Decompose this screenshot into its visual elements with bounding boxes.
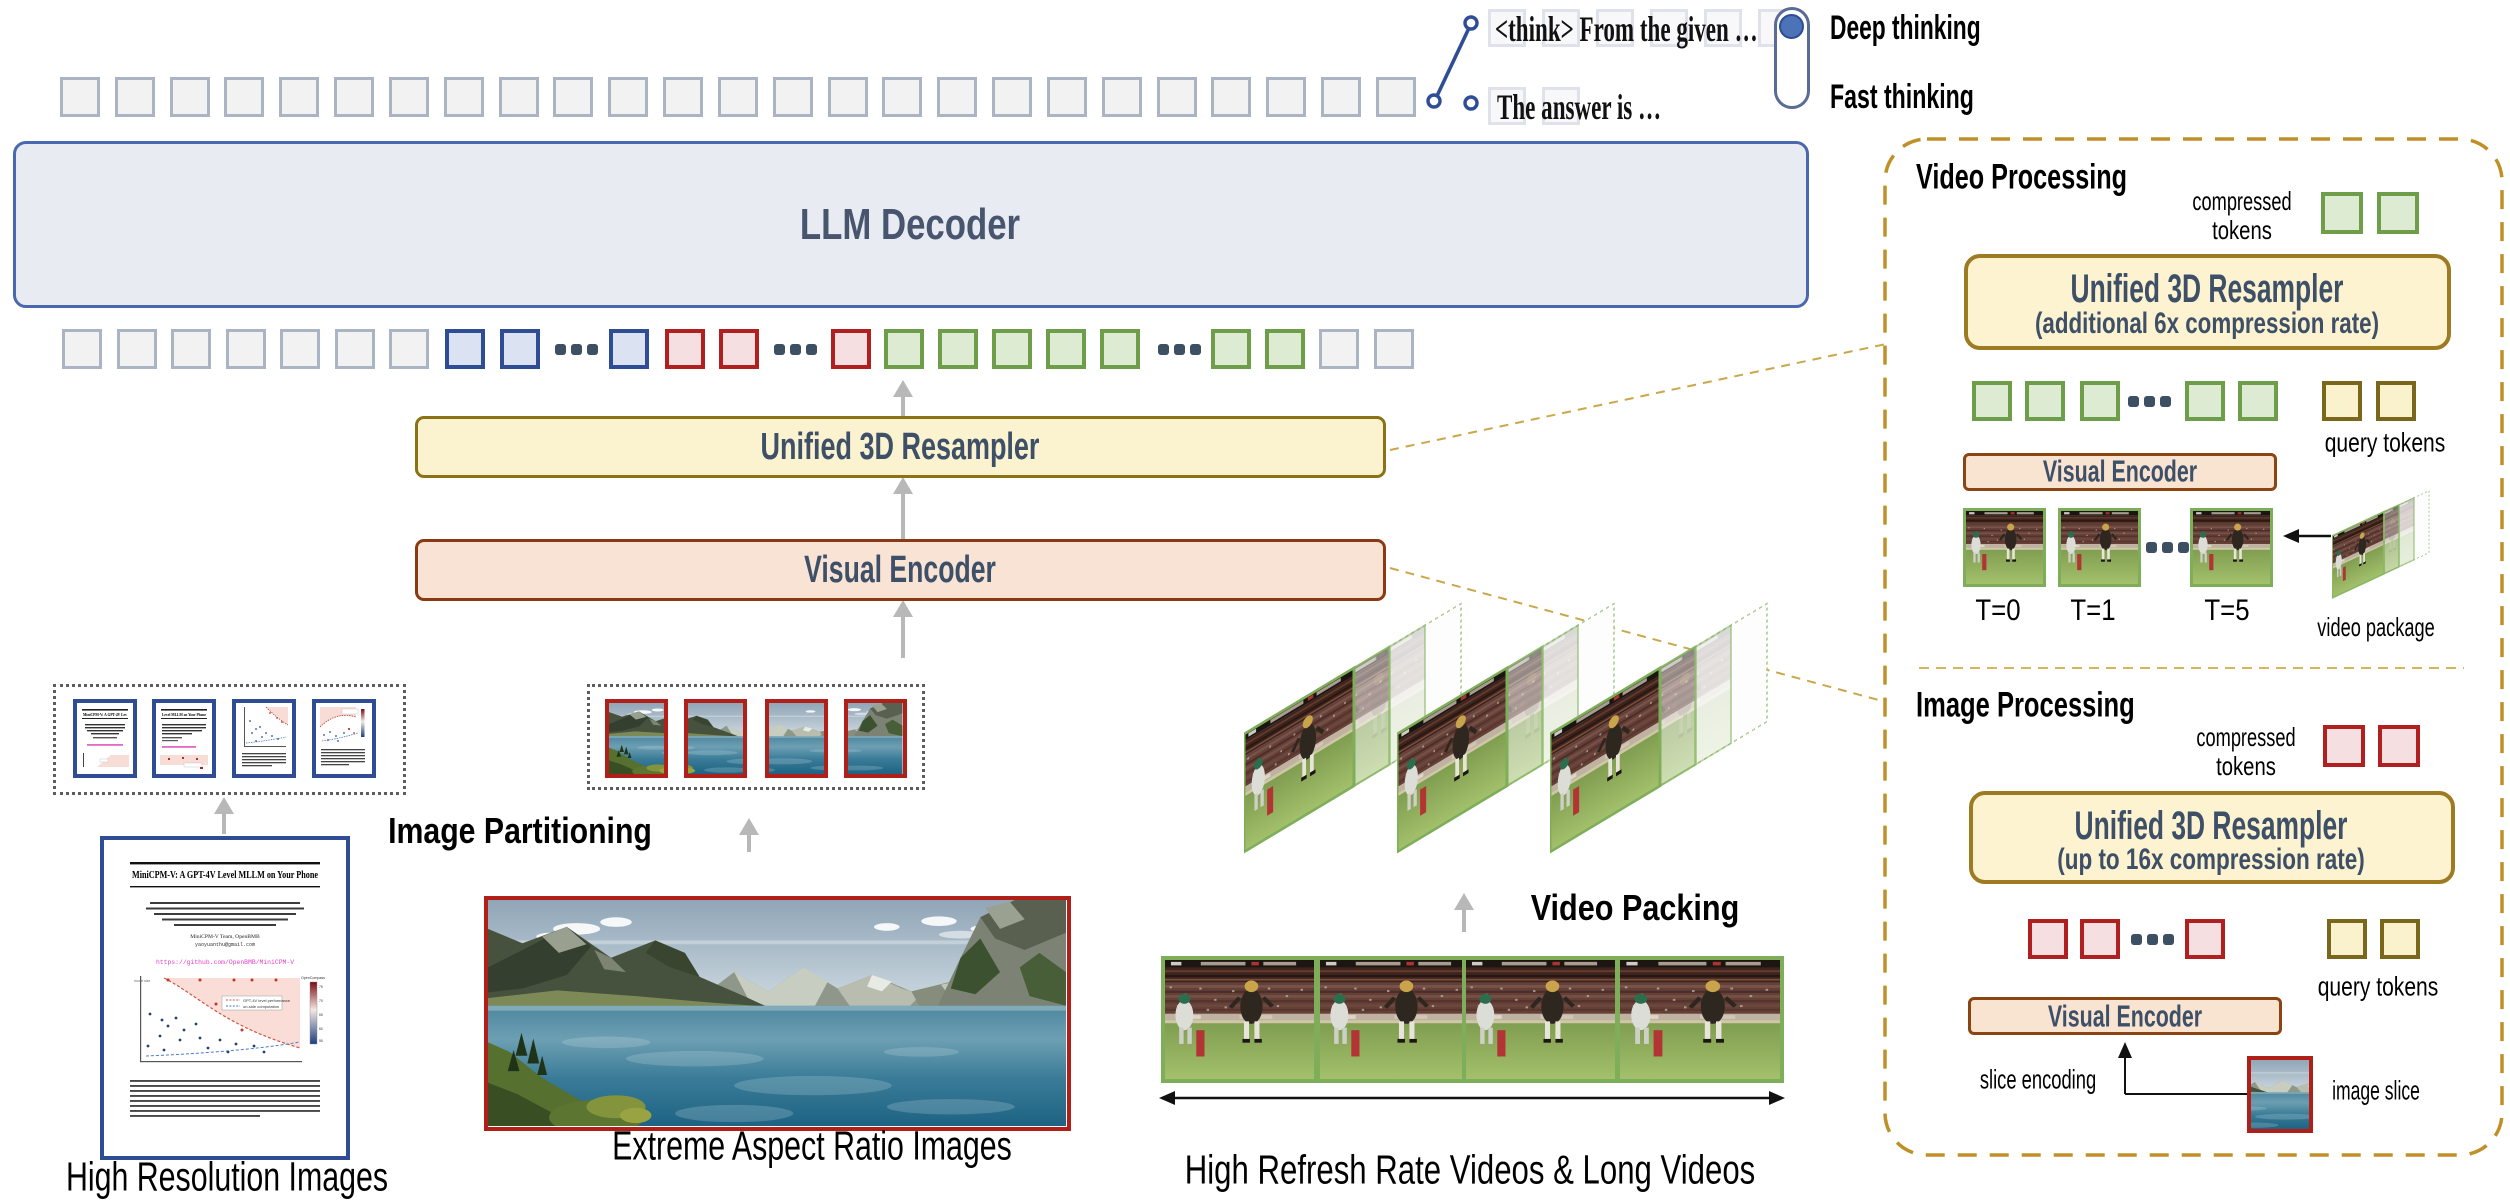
svg-text:MiniCPM-V Team, OpenBMB: MiniCPM-V Team, OpenBMB: [190, 934, 260, 940]
svg-text:model size: model size: [134, 979, 150, 983]
svg-text:https://github.com/OpenBMB/Min: https://github.com/OpenBMB/MiniCPM-V: [156, 959, 294, 966]
svg-text:70: 70: [319, 999, 323, 1003]
svg-text:MiniCPM-V: A GPT-4V Level MLLM: MiniCPM-V: A GPT-4V Level MLLM on Your P…: [132, 870, 318, 881]
svg-text:OpenCompass: OpenCompass: [301, 976, 325, 980]
svg-text:GPT-4V level performance: GPT-4V level performance: [243, 998, 291, 1003]
svg-text:on-side computation: on-side computation: [243, 1004, 279, 1009]
svg-text:65: 65: [319, 1013, 323, 1017]
svg-text:60: 60: [319, 1027, 323, 1031]
svg-text:75: 75: [319, 985, 323, 989]
svg-text:MiniCPM-V: A GPT-4V Lev: MiniCPM-V: A GPT-4V Lev: [83, 712, 128, 717]
svg-text:Level MLLM on Your Phone: Level MLLM on Your Phone: [162, 712, 206, 717]
svg-text:yaoyuanthu@gmail.com: yaoyuanthu@gmail.com: [195, 942, 255, 948]
svg-text:55: 55: [319, 1039, 323, 1043]
